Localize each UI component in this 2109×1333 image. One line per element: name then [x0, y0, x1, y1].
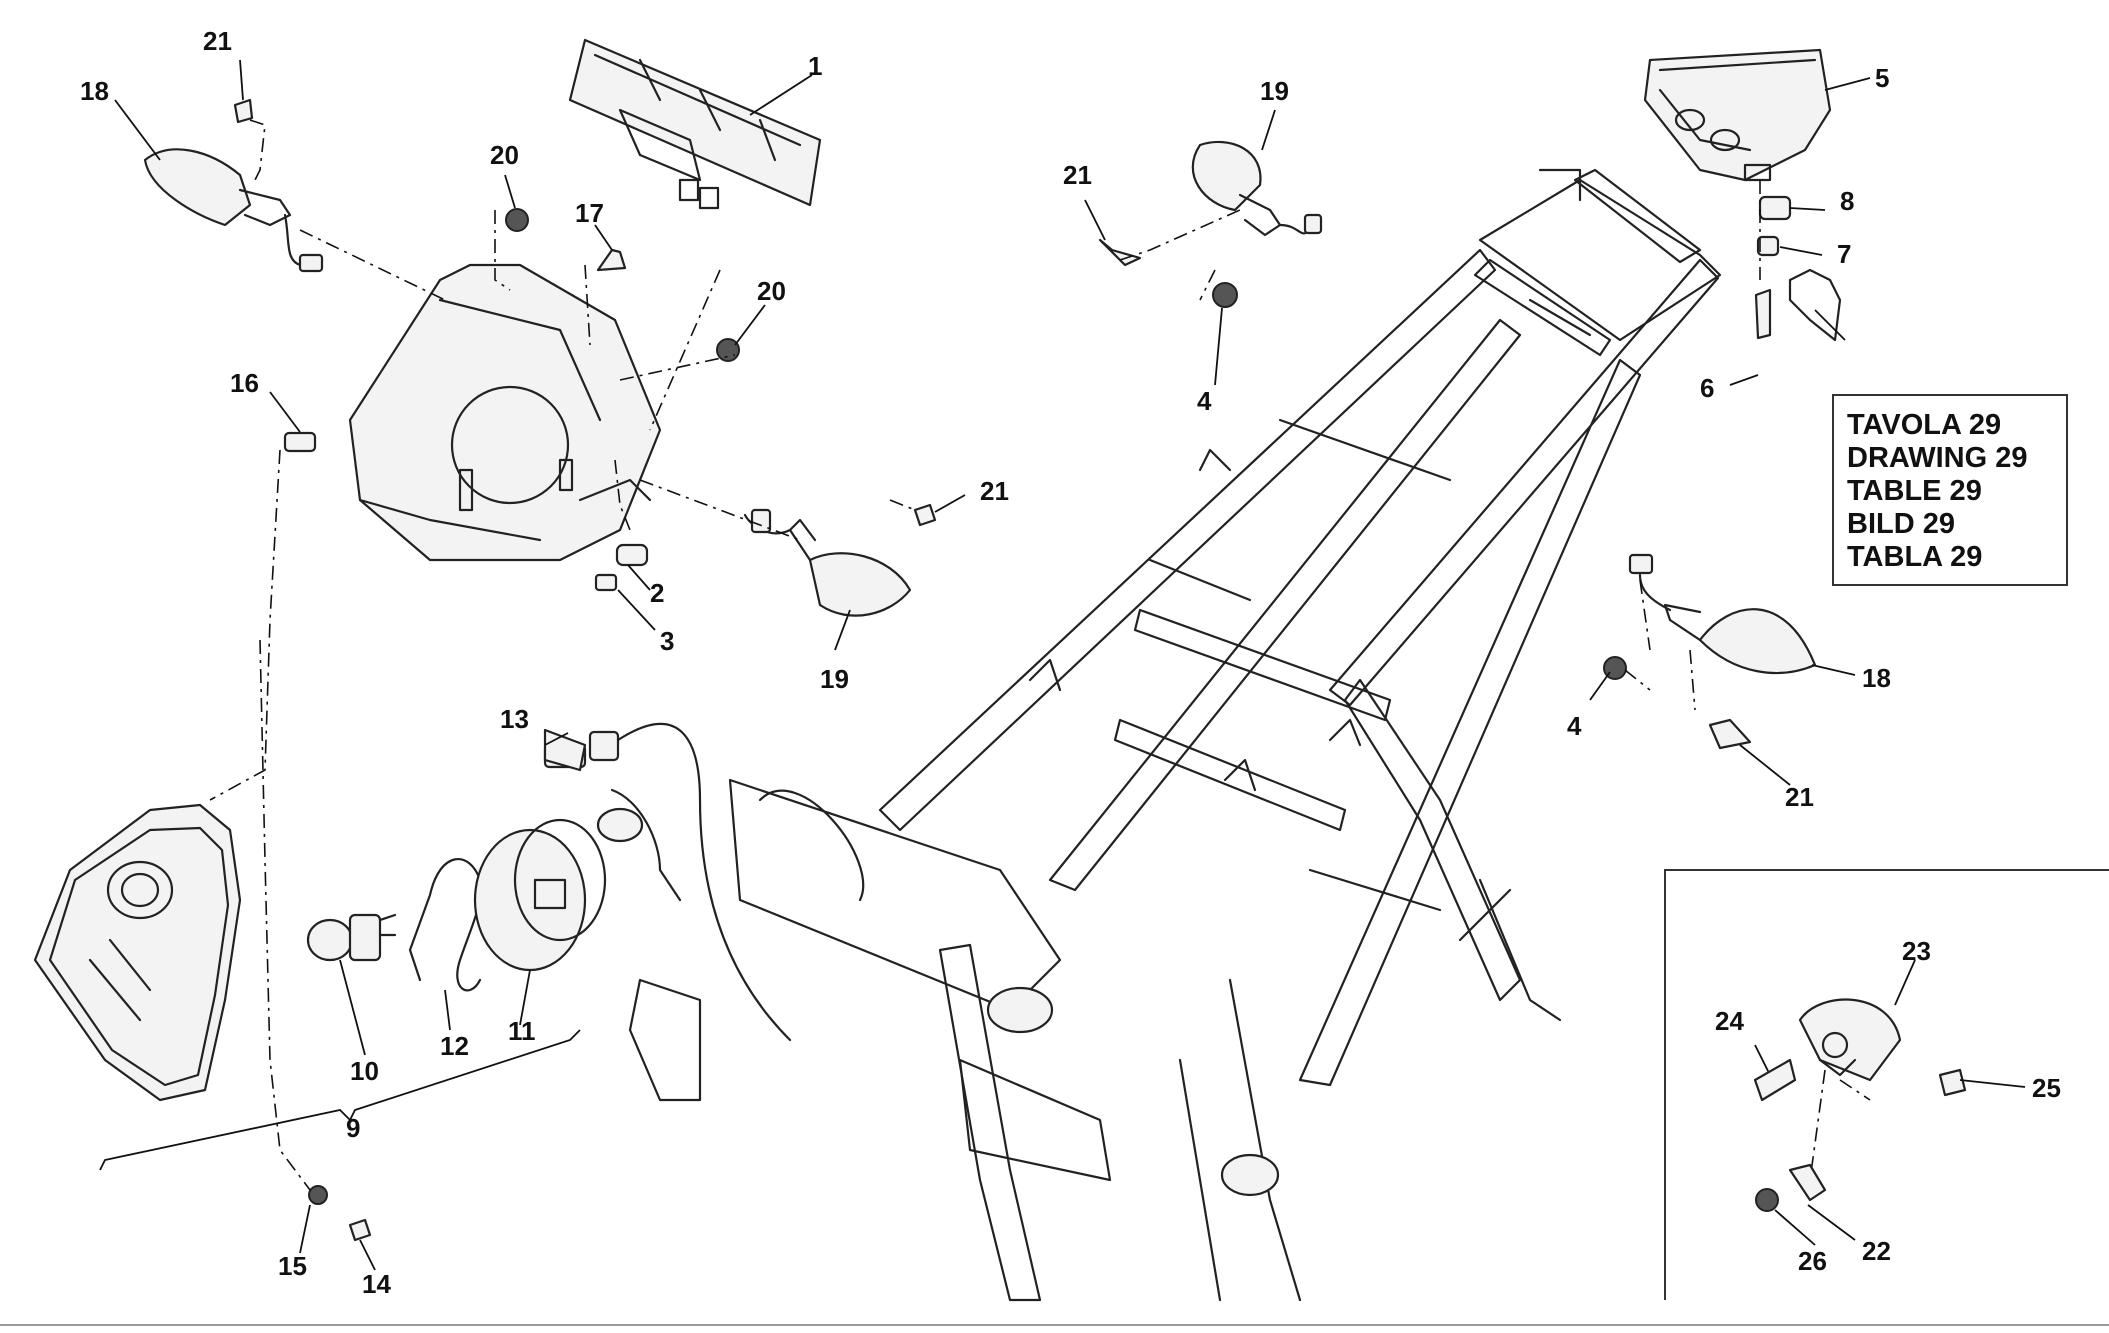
tail-light-icon — [1643, 48, 1832, 182]
callout-17: 17 — [575, 198, 604, 228]
tail-light-icon — [1798, 998, 1902, 1082]
callout-4a: 4 — [1197, 386, 1212, 416]
indicator-lamp-icon — [1628, 553, 1817, 675]
callout-6: 6 — [1700, 373, 1714, 403]
callout-24: 24 — [1715, 1006, 1744, 1036]
callout-10: 10 — [350, 1056, 379, 1086]
indicator-lamp-icon — [1191, 140, 1323, 237]
callout-12: 12 — [440, 1031, 469, 1061]
callout-23: 23 — [1902, 936, 1931, 966]
callout-16: 16 — [230, 368, 259, 398]
callout-21b: 21 — [1063, 160, 1092, 190]
indicator-lamp-icon — [743, 508, 912, 617]
callout-21a: 21 — [203, 26, 232, 56]
callout-5: 5 — [1875, 63, 1889, 93]
mount-plate-22 — [1788, 1163, 1827, 1202]
dashboard-icon — [568, 38, 822, 210]
callout-22: 22 — [1862, 1236, 1891, 1266]
callout-19a: 19 — [1260, 76, 1289, 106]
nut-icon — [283, 195, 1792, 1212]
callout-25: 25 — [2032, 1073, 2061, 1103]
callout-15: 15 — [278, 1251, 307, 1281]
callout-labels: 1 2 3 4 4 5 6 7 8 9 10 11 12 13 14 15 16… — [80, 26, 2061, 1299]
ref-line-5: TABLA 29 — [1847, 541, 1982, 573]
callout-19b: 19 — [820, 664, 849, 694]
ref-line-4: BILD 29 — [1847, 508, 1955, 540]
headlight-dust-cover — [473, 818, 607, 972]
bolt-icon — [233, 98, 1967, 1242]
callout-20a: 20 — [490, 140, 519, 170]
motorcycle-frame-icon — [728, 168, 1722, 1302]
ref-line-3: TABLE 29 — [1847, 475, 1982, 507]
headlight-bulb — [306, 913, 397, 962]
callout-18b: 18 — [1862, 663, 1891, 693]
indicator-lamp-icon — [143, 148, 324, 273]
callout-9: 9 — [346, 1113, 360, 1143]
license-bracket — [1788, 268, 1842, 342]
variant-inset-frame — [1664, 869, 2109, 1300]
callout-20b: 20 — [757, 276, 786, 306]
callout-3: 3 — [660, 626, 674, 656]
callout-21c: 21 — [980, 476, 1009, 506]
bulb-retaining-clip — [408, 858, 483, 992]
callout-1: 1 — [808, 51, 822, 81]
leader-lines — [99, 59, 2026, 1271]
headlight-icon — [33, 803, 242, 1102]
callout-26: 26 — [1798, 1246, 1827, 1276]
headlight-bracket — [348, 263, 662, 562]
reference-box — [1832, 394, 2068, 586]
callout-8: 8 — [1840, 186, 1854, 216]
ref-line-1: TAVOLA 29 — [1847, 409, 2001, 441]
callout-13: 13 — [500, 704, 529, 734]
ref-line-2: DRAWING 29 — [1847, 442, 2027, 474]
callout-4b: 4 — [1567, 711, 1582, 741]
callout-2: 2 — [650, 578, 664, 608]
callout-21d: 21 — [1785, 782, 1814, 812]
callout-7: 7 — [1837, 239, 1851, 269]
callout-11: 11 — [508, 1016, 536, 1046]
bulb-24 — [1753, 1058, 1797, 1102]
assembly-lines — [209, 119, 1871, 1191]
callout-14: 14 — [362, 1269, 391, 1299]
callout-18a: 18 — [80, 76, 109, 106]
